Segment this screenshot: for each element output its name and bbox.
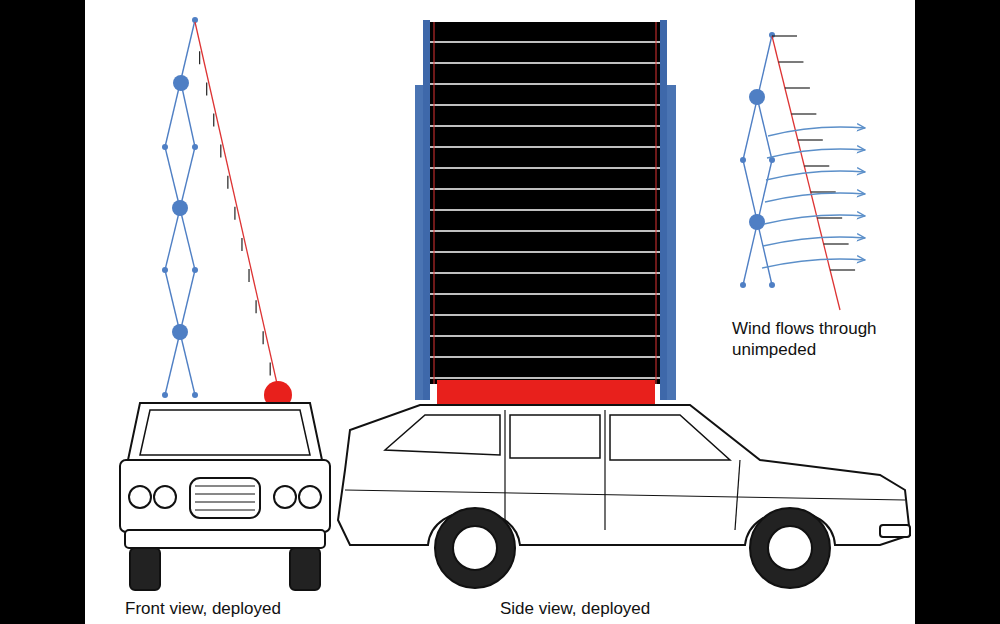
- detail-blades: [772, 36, 855, 270]
- front-mast: [165, 20, 195, 395]
- front-blades: [200, 51, 271, 375]
- view-caption: Side view, deployed: [500, 598, 750, 619]
- detail-mast: [743, 35, 772, 285]
- side-panel: [415, 20, 676, 404]
- front-cable: [195, 22, 278, 388]
- wind-arrows: [762, 127, 865, 268]
- detail-joints: [740, 32, 775, 288]
- front-car: [120, 403, 330, 590]
- side-car: [338, 405, 910, 588]
- view-caption: Front view, deployed: [125, 598, 375, 619]
- ground: [85, 0, 915, 624]
- annotation: Wind flows through unimpeded: [732, 318, 907, 361]
- front-mast-joints: [162, 17, 198, 398]
